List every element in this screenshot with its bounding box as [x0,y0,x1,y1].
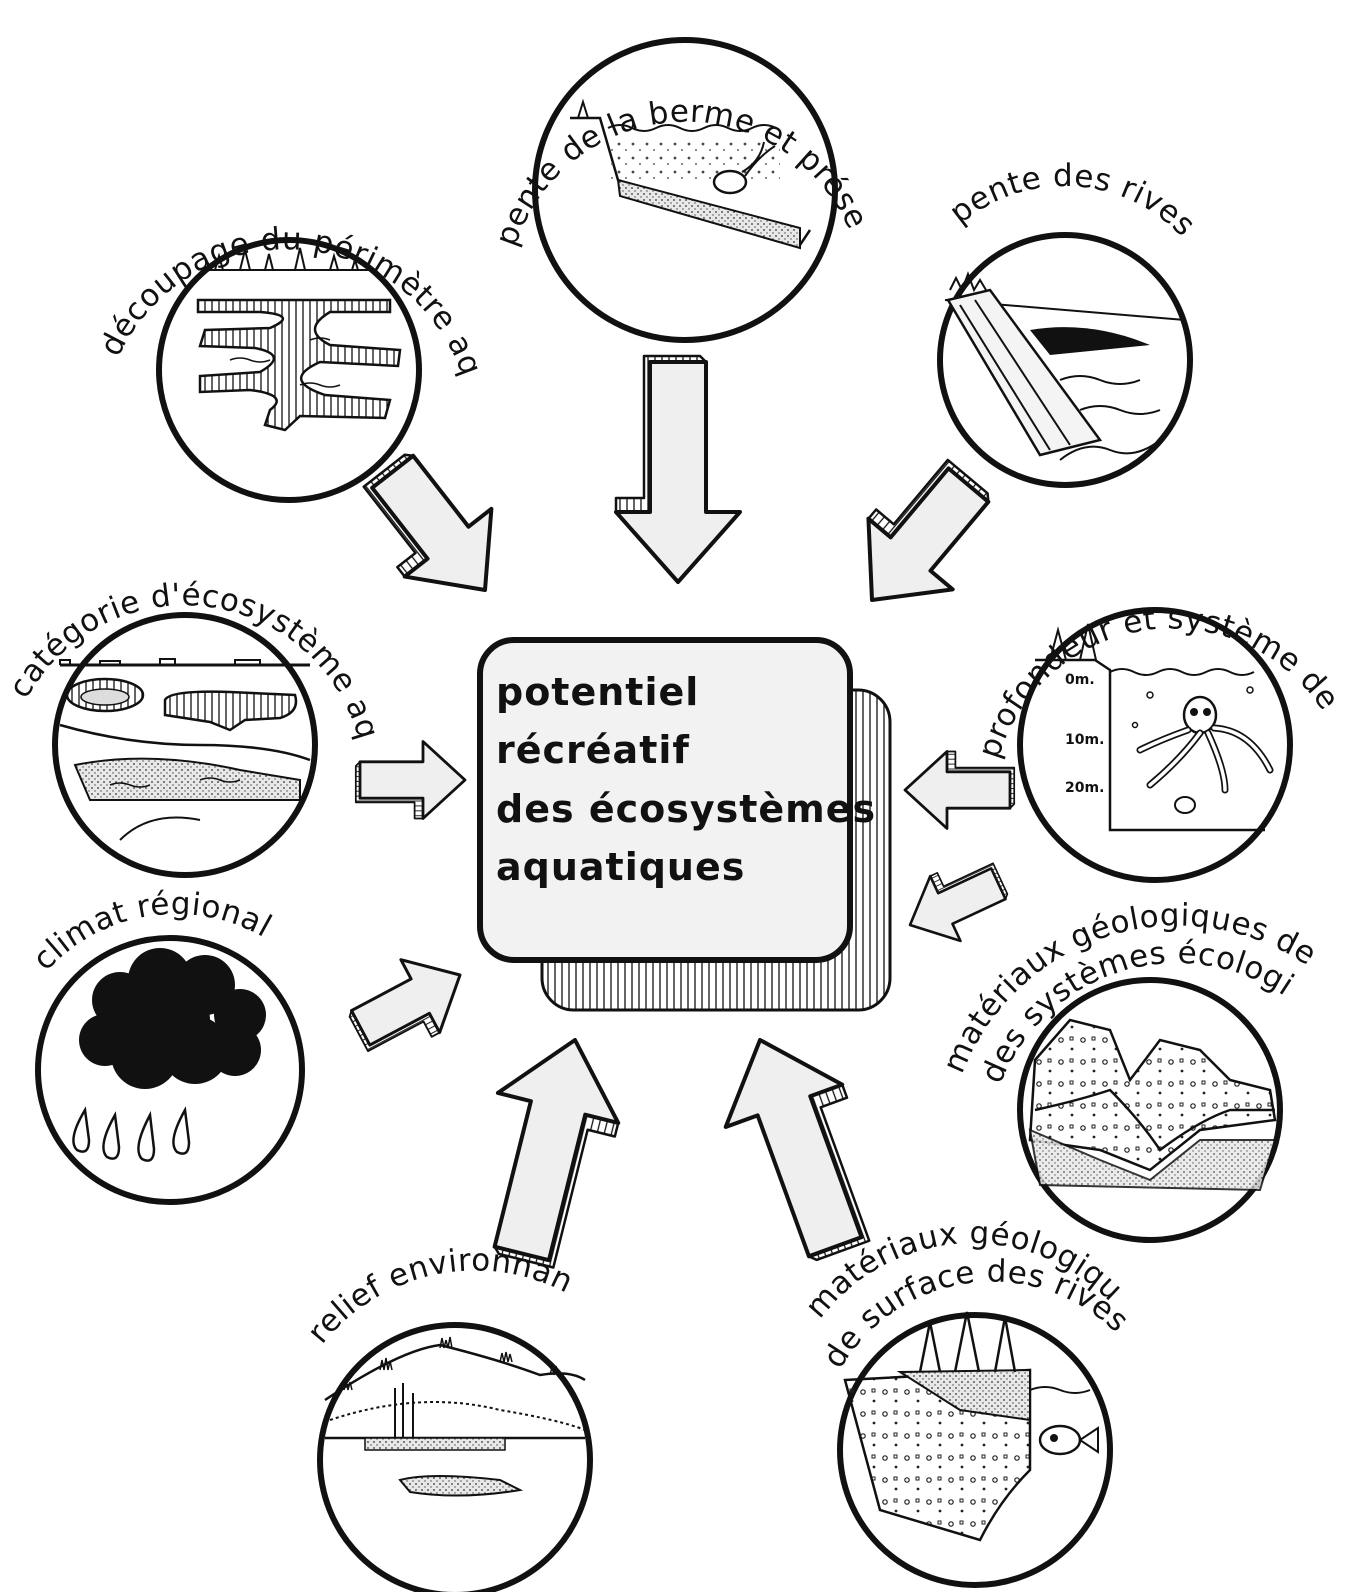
factor-rives: pente des rives [937,158,1203,488]
factor-climat: climat régional [26,886,305,1205]
arrow-from-materiaux-systemes [893,848,1019,959]
central-box [477,637,853,963]
berm-slope-icon [570,98,812,250]
geological-layers-icon [1028,1018,1277,1192]
arrow-from-berme [614,354,742,584]
depth-drainage-icon: 0m. 10m. 20m. [1035,623,1274,832]
rain-cloud-icon [72,948,266,1162]
ecosystem-category-icon [59,658,311,841]
mountain-relief-icon [324,1336,586,1497]
arrow-from-profondeur [903,750,1016,830]
depth-label-0: 0m. [1065,672,1095,688]
arrow-from-materiaux-rives [699,1016,898,1276]
factor-perimetre: découpage du périmètre aquatique [0,0,489,503]
central-concept-box: potentiel récréatif des écosystèmes aqua… [477,637,892,1012]
arrow-from-climat [335,937,481,1068]
depth-label-20: 20m. [1065,780,1104,796]
center-line-1: potentiel [496,670,699,714]
center-line-2: récréatif [496,728,690,772]
arrow-from-rives [827,443,1017,638]
arrow-from-categorie [354,740,467,820]
shore-geology-icon [843,1311,1099,1542]
arrow-from-relief [458,1023,638,1277]
depth-label-10: 10m. [1065,732,1104,748]
shore-slope-icon [944,271,1186,461]
center-line-3: des écosystèmes [496,787,876,831]
center-line-4: aquatiques [496,845,745,889]
label-rives: pente des rives [943,158,1203,244]
shoreline-indentation-icon [196,247,402,432]
